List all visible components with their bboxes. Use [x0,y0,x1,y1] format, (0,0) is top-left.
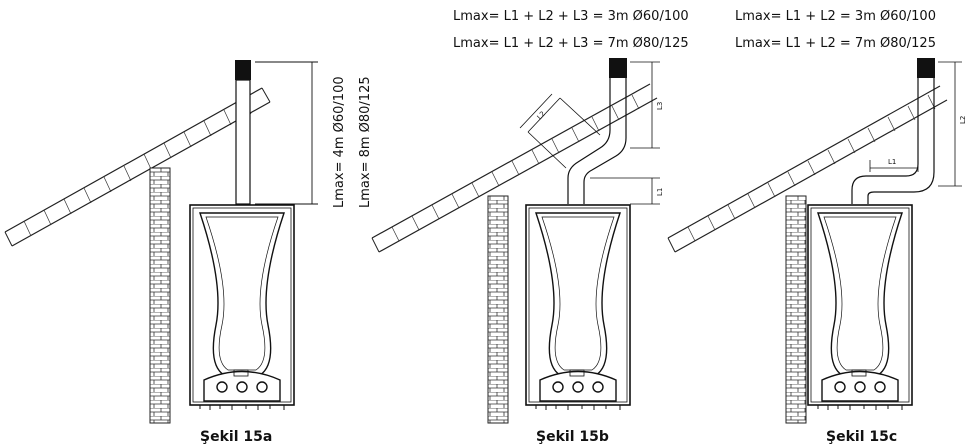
dimension-l1 [590,177,660,205]
caption-15c: Şekil 15c [826,429,897,445]
dimension-l3 [630,61,660,149]
vertical-label-80: Lmax= 8m Ø80/125 [358,76,373,208]
segment-label-l2: L2 [536,110,548,122]
formula-line-2: Lmax= L1 + L2 + L3 = 7m Ø80/125 [453,36,689,51]
formula-line-1: Lmax= L1 + L2 = 3m Ø60/100 [735,9,936,24]
panel-15a: Lmax= 4m Ø60/100 Lmax= 8m Ø80/125 Şekil … [4,60,373,445]
dimension-l2 [938,61,962,187]
roof [667,85,948,253]
roof [4,87,271,247]
formula-line-2: Lmax= L1 + L2 = 7m Ø80/125 [735,36,936,51]
segment-label-l3: L3 [656,102,664,110]
flue-pipe [235,60,251,205]
panel-15c: Lmax= L1 + L2 = 3m Ø60/100 Lmax= L1 + L2… [667,9,967,445]
brick-wall [785,195,807,424]
dimension-line [255,61,318,205]
brick-wall [149,167,171,424]
brick-wall [487,195,509,424]
segment-label-l1: L1 [888,158,896,166]
panel-15b: Lmax= L1 + L2 + L3 = 3m Ø60/100 Lmax= L1… [371,9,689,445]
caption-15b: Şekil 15b [536,429,609,445]
boiler [189,204,295,411]
segment-label-l2: L2 [959,116,967,124]
caption-15a: Şekil 15a [200,429,272,445]
roof [371,83,658,253]
formula-line-1: Lmax= L1 + L2 + L3 = 3m Ø60/100 [453,9,689,24]
flue-pipe [851,58,935,204]
flue-pipe [567,58,627,204]
segment-label-l1: L1 [656,188,664,196]
boiler [525,204,631,411]
boiler [807,204,913,411]
dimension-l1 [869,160,919,172]
vertical-label-60: Lmax= 4m Ø60/100 [332,76,347,208]
dimension-l2 [519,93,601,169]
